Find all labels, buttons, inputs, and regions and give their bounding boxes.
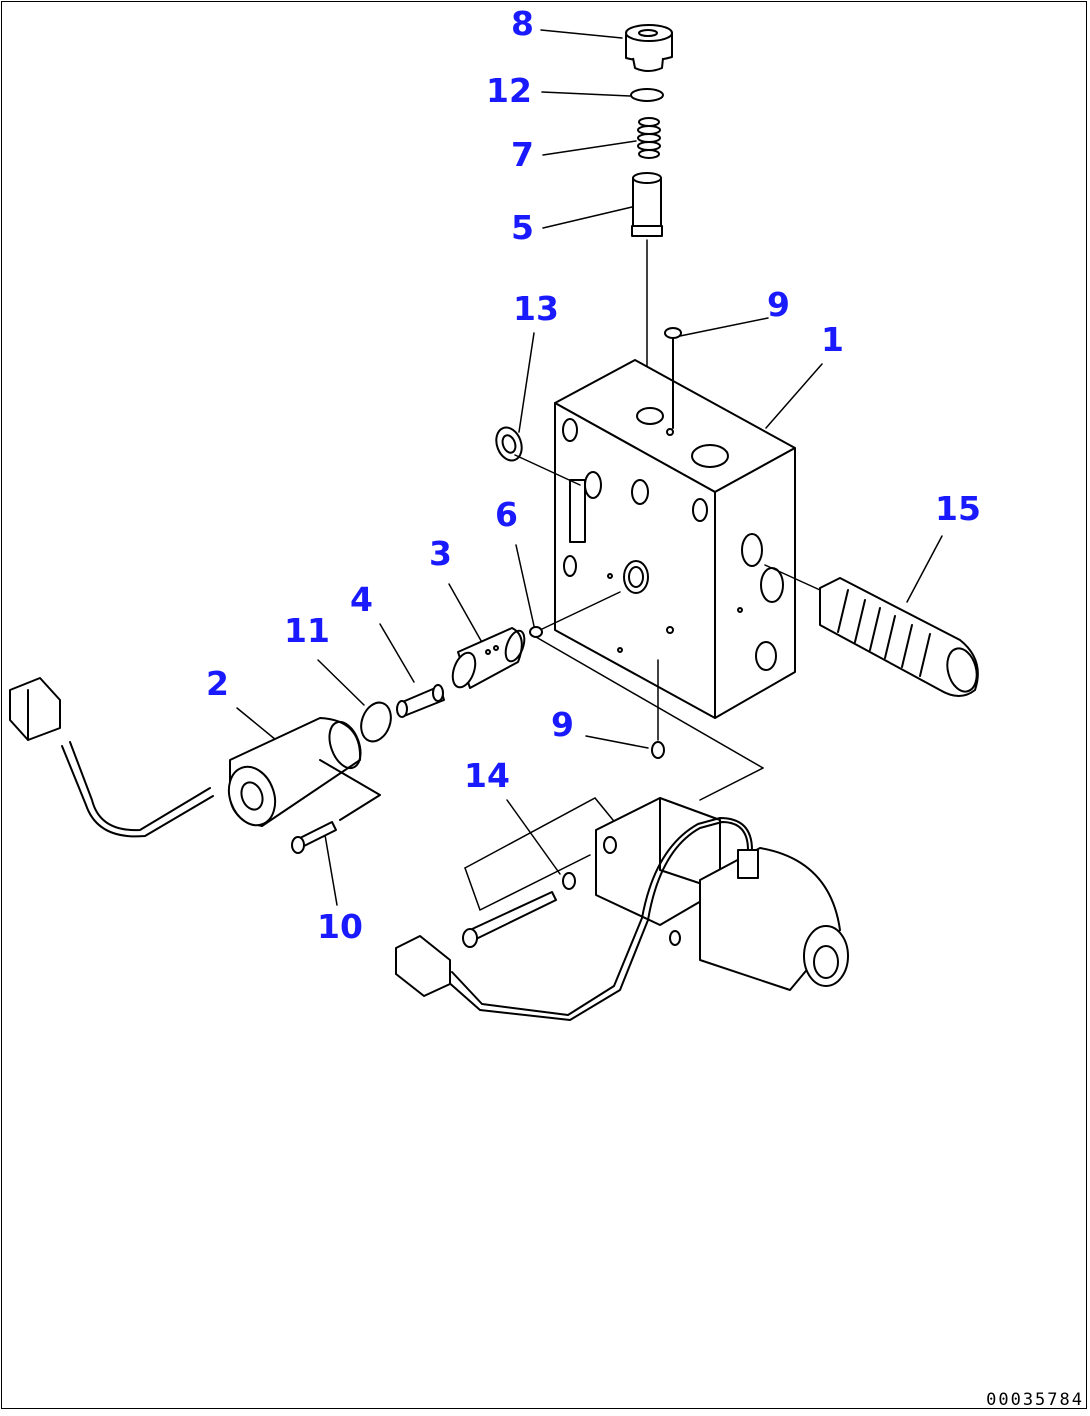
part-7-spring bbox=[637, 117, 661, 159]
callout-6: 6 bbox=[495, 495, 518, 534]
callout-1: 1 bbox=[821, 320, 844, 359]
callout-11: 11 bbox=[284, 611, 330, 650]
callout-4: 4 bbox=[350, 580, 373, 619]
part-9-screw-lower bbox=[651, 659, 665, 759]
part-15-cartridge-valve bbox=[764, 564, 979, 697]
part-5-spool bbox=[631, 172, 663, 411]
callout-14: 14 bbox=[464, 756, 510, 795]
callout-10: 10 bbox=[317, 907, 363, 946]
callout-12: 12 bbox=[486, 71, 532, 110]
callout-9-lower: 9 bbox=[551, 705, 574, 744]
part-2-solenoid bbox=[9, 677, 381, 838]
callout-13: 13 bbox=[513, 289, 559, 328]
callout-8: 8 bbox=[511, 4, 534, 43]
callout-9-upper: 9 bbox=[767, 285, 790, 324]
leader-lines bbox=[236, 29, 943, 906]
callout-2: 2 bbox=[206, 664, 229, 703]
part-1-valve-block bbox=[535, 359, 796, 801]
part-4-valve-stem bbox=[396, 684, 445, 718]
part-10-bolt bbox=[291, 821, 337, 854]
part-6-pin bbox=[529, 626, 543, 638]
callout-7: 7 bbox=[511, 135, 534, 174]
callout-5: 5 bbox=[511, 208, 534, 247]
drawing-number: 00035784 bbox=[986, 1390, 1084, 1410]
part-14-washer bbox=[462, 797, 614, 948]
part-9-screw-upper bbox=[664, 327, 682, 429]
part-13-plug bbox=[495, 426, 581, 486]
callout-15: 15 bbox=[935, 489, 981, 528]
part-8-plug bbox=[625, 24, 673, 72]
callout-3: 3 bbox=[429, 534, 452, 573]
part-12-o-ring bbox=[630, 88, 664, 102]
part-11-o-ring bbox=[360, 701, 392, 743]
solenoid-valve-assembly bbox=[395, 797, 849, 1021]
part-3-sleeve bbox=[451, 627, 526, 689]
